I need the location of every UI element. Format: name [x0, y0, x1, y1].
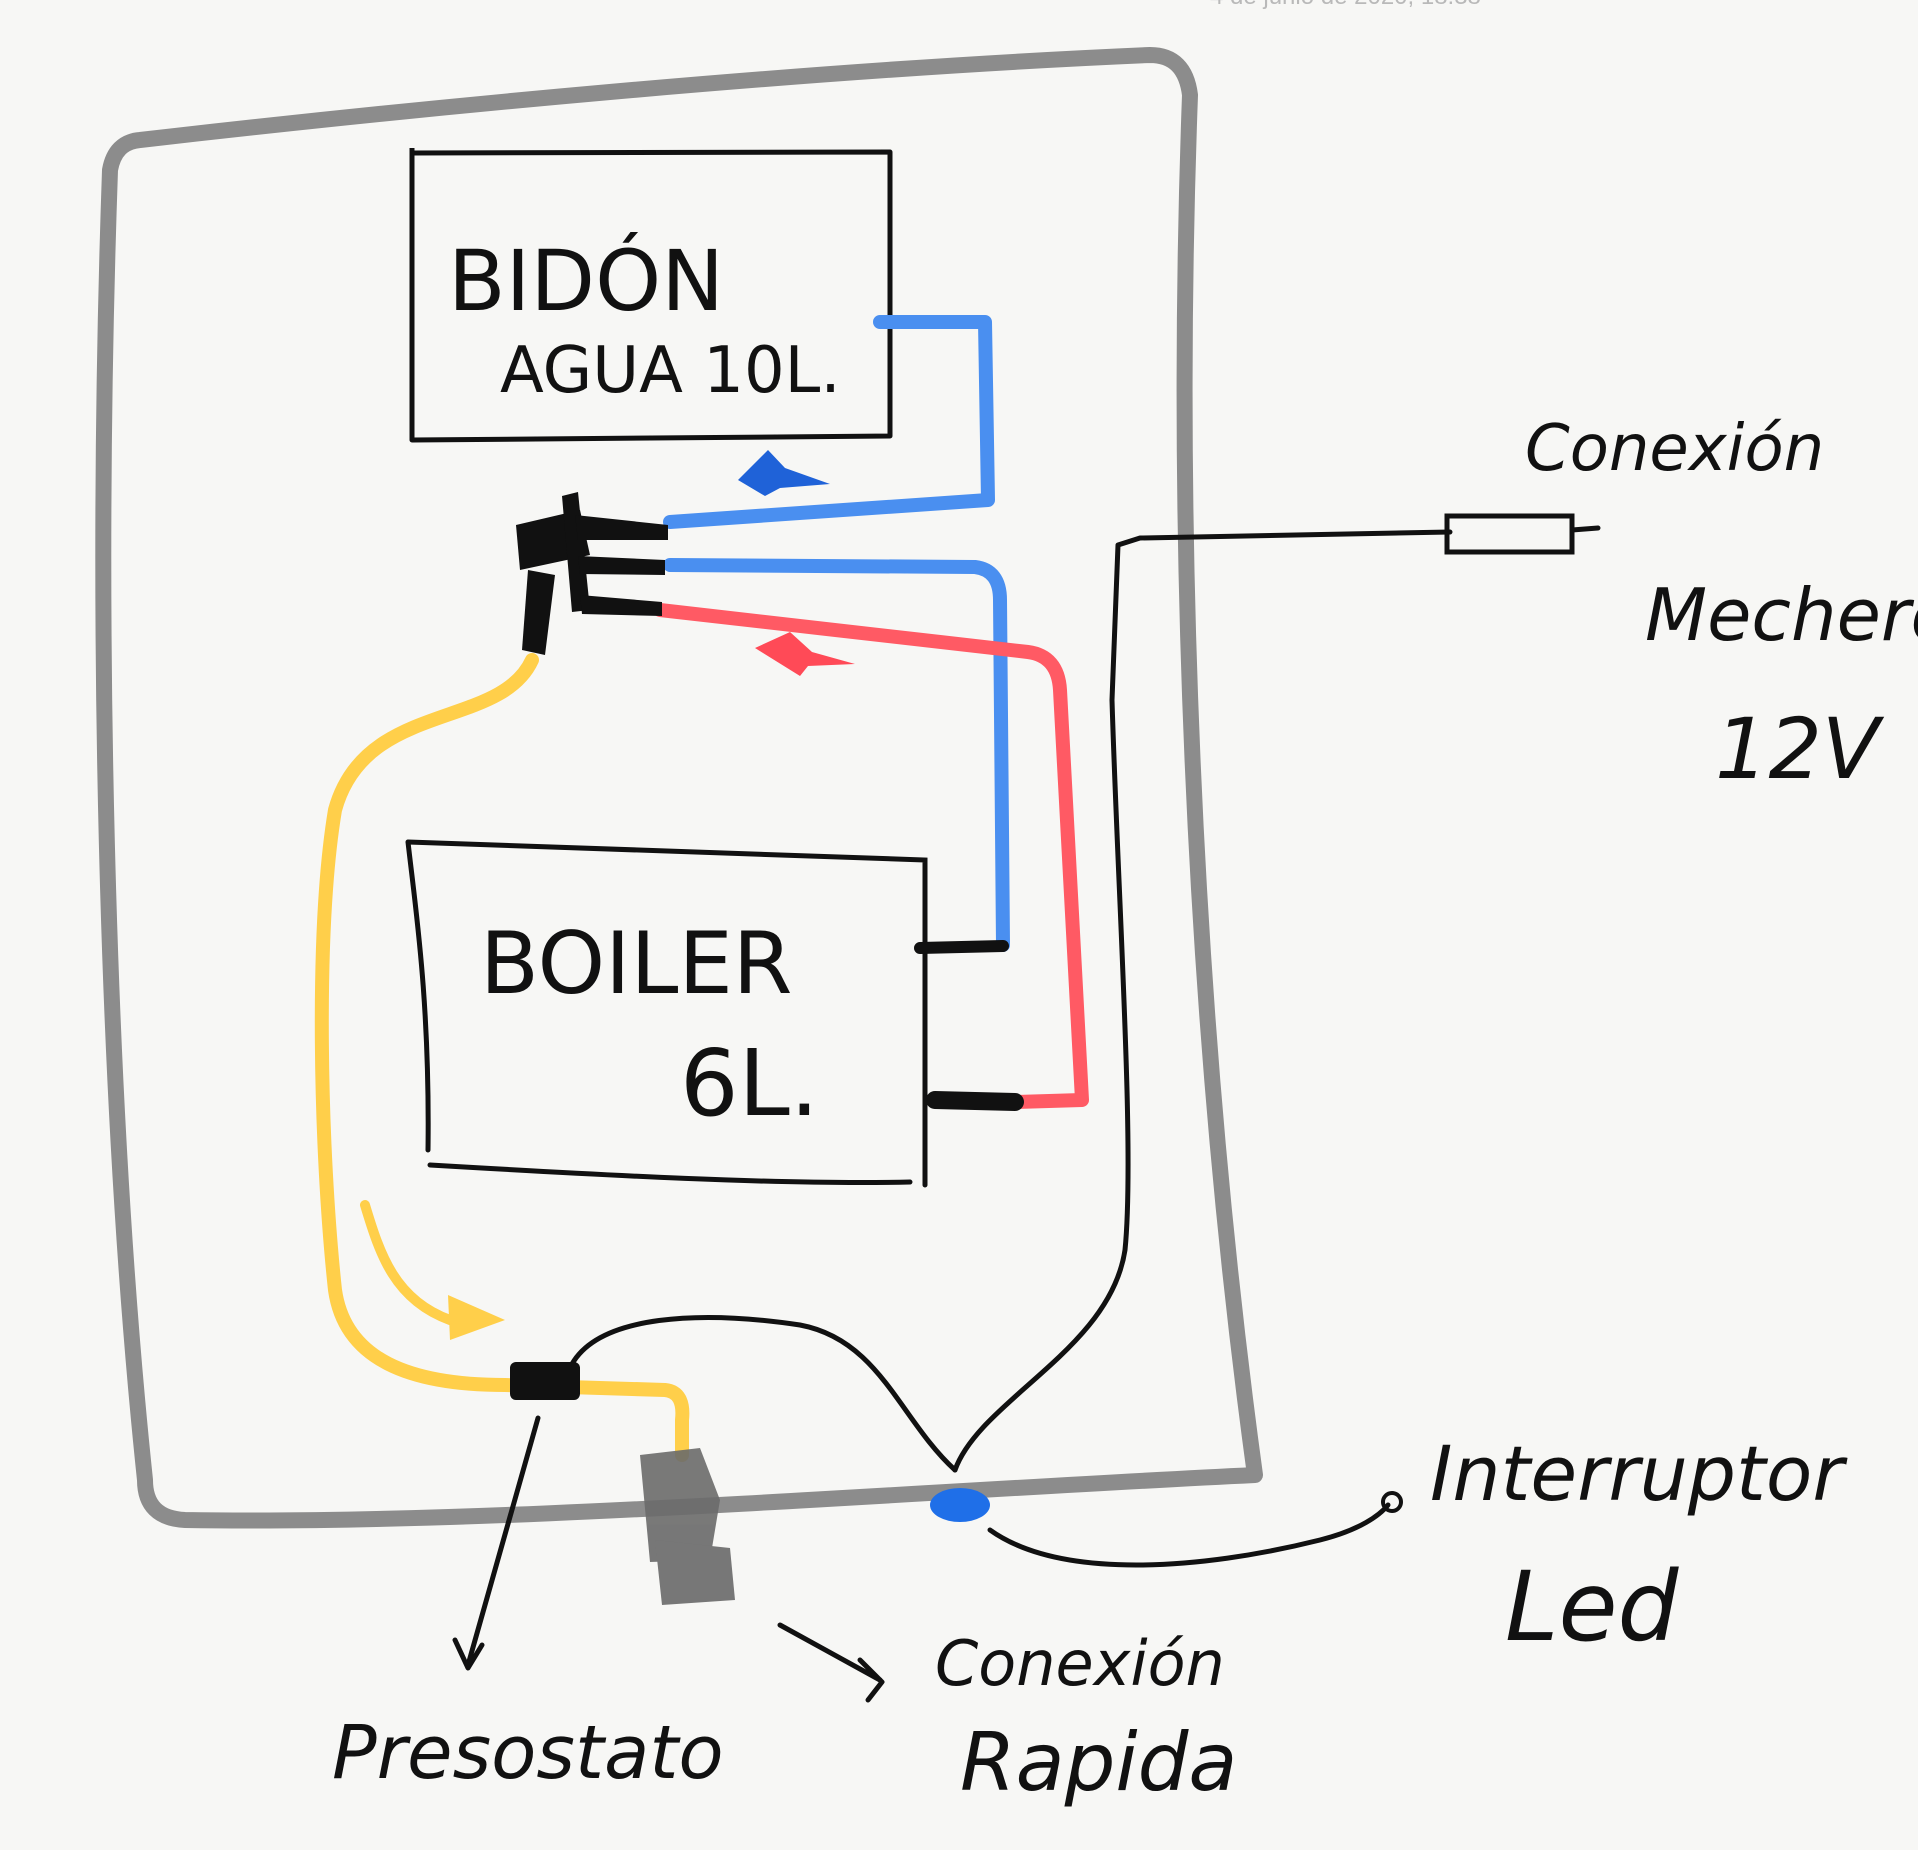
- boiler-title: BOILER: [480, 914, 793, 1014]
- pressure-switch-label: Presostato: [332, 1710, 724, 1796]
- pressure-switch-pointer-head: [452, 1637, 485, 1671]
- quick-connection-label: Conexión: [935, 1627, 1225, 1700]
- pressure-switch-icon: [510, 1362, 580, 1400]
- lighter-name-label: Mechero: [1645, 573, 1918, 657]
- wire-main-12v: [952, 529, 1453, 1473]
- supply-hose: [314, 653, 690, 1462]
- pump-icon: [516, 492, 668, 655]
- lighter-connection-label: Conexión: [1525, 412, 1824, 486]
- tank-subtitle: AGUA 10L.: [500, 334, 841, 408]
- quick-connector-icon: [640, 1448, 735, 1605]
- lighter-voltage-label: 12V: [1715, 700, 1885, 798]
- led-switch-label-2: Led: [1505, 1551, 1680, 1663]
- boiler-cold-inlet: [914, 940, 1009, 954]
- led-switch-pointer-dot: [1381, 1491, 1403, 1513]
- lighter-plug-icon: [1444, 513, 1575, 555]
- wire-pressure-switch: [569, 1315, 958, 1473]
- boiler-box: [405, 839, 928, 1188]
- tank-box: [409, 148, 893, 443]
- cold-flow-arrow: [738, 450, 830, 496]
- led-switch-icon: [930, 1488, 990, 1522]
- cold-water-boiler-hose: [663, 558, 1010, 952]
- supply-flow-arrow: [360, 1200, 455, 1325]
- led-switch-label: Interruptor: [1430, 1429, 1848, 1518]
- hot-water-hose: [653, 603, 1089, 1109]
- enclosure-frame: [95, 47, 1263, 1529]
- wire-led-switch: [987, 1502, 1391, 1568]
- quick-connection-pointer-head: [857, 1657, 885, 1703]
- pressure-switch-pointer: [465, 1415, 541, 1668]
- cold-water-return-hose: [663, 315, 995, 529]
- quick-connection-pointer: [777, 1622, 883, 1683]
- lighter-plug-tip: [1569, 525, 1601, 533]
- quick-connection-label-2: Rapida: [960, 1716, 1237, 1809]
- hot-flow-arrow: [755, 632, 855, 676]
- tank-title: BIDÓN: [448, 232, 724, 330]
- supply-flow-arrowhead: [448, 1295, 505, 1340]
- timestamp: 4 de junio de 2020, 18:38: [1210, 0, 1481, 10]
- boiler-hot-outlet: [926, 1091, 1024, 1111]
- boiler-capacity: 6L.: [680, 1030, 819, 1137]
